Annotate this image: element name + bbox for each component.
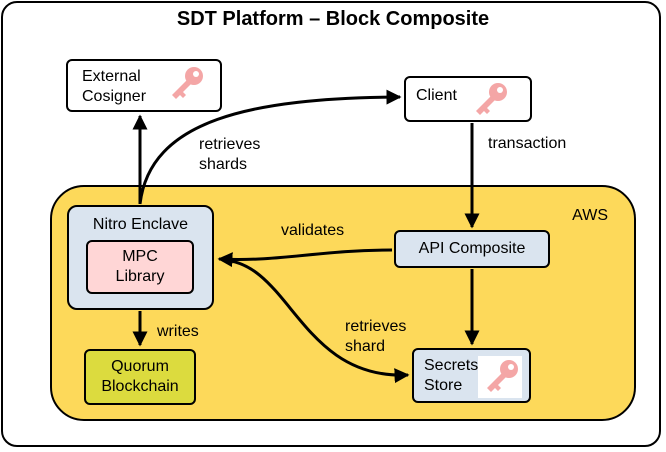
edge-label-writes: writes [157,323,199,340]
key-icon [476,83,507,115]
secrets-store-label: Secrets Store [424,357,479,394]
diagram-title: SDT Platform – Block Composite [176,8,490,30]
arrow-enclave-to-client [138,89,402,205]
arrow-api-to-enclave [217,248,393,268]
key-icon [487,360,518,392]
client-label: Client [416,87,457,104]
external-cosigner-node: External Cosigner [66,59,222,112]
arrow-enclave-to-secrets [221,258,410,384]
client-node: Client [404,76,532,122]
aws-region-label: AWS [572,207,608,224]
edge-label-validates: validates [281,222,345,239]
api-composite-label: API Composite [418,240,526,257]
mpc-library-label: MPC Library [115,248,165,285]
external-cosigner-label: External Cosigner [82,68,147,105]
edge-label-transaction: transaction [488,135,567,152]
mpc-library-node: MPC Library [86,240,194,294]
nitro-enclave-label: Nitro Enclave [92,216,189,233]
api-composite-node: API Composite [394,230,550,268]
edge-label-retrieves-shard: retrieves shard [345,318,407,355]
quorum-blockchain-label: Quorum Blockchain [101,358,179,395]
edge-label-retrieves-shards: retrieves shards [199,136,261,173]
quorum-blockchain-node: Quorum Blockchain [84,349,196,405]
key-icon [172,67,203,99]
